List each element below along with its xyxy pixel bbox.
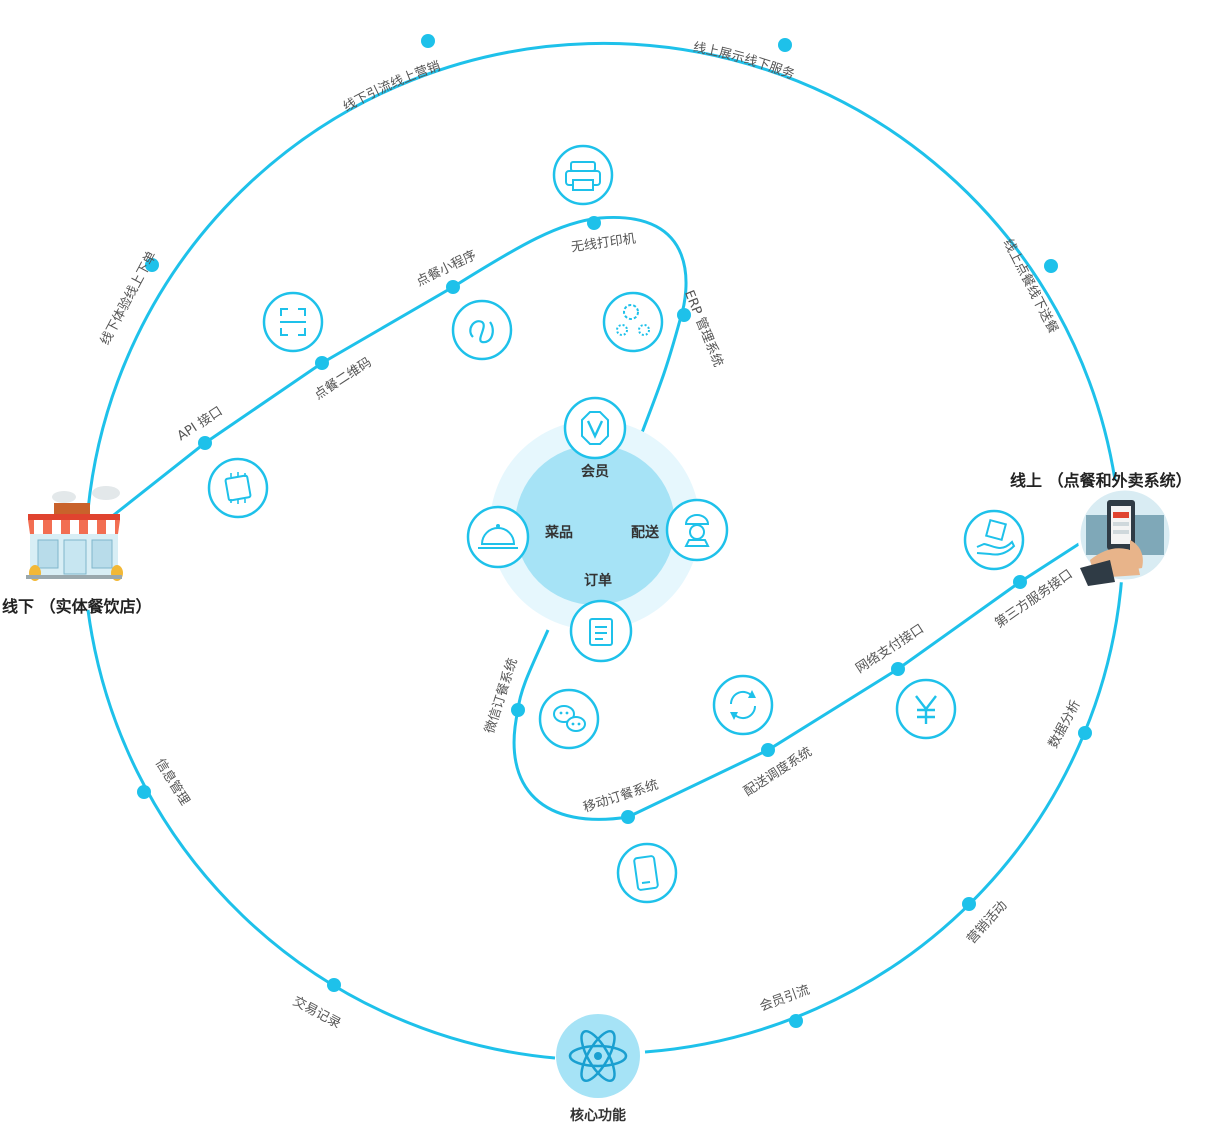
core-hub: 会员 菜品 配送 订单 (490, 420, 700, 630)
ring-label-transactions: 交易记录 (290, 993, 343, 1032)
ring-dot (145, 258, 159, 272)
core-label-order: 订单 (584, 572, 612, 589)
ring-dot (778, 38, 792, 52)
ring-label-member-traffic: 会员引流 (758, 983, 812, 1015)
refresh-icon (712, 674, 774, 736)
mini-program-icon (451, 299, 513, 361)
ring-label-offline-drain: 线下引流线上营销 (341, 59, 443, 115)
ring-dot (1078, 726, 1092, 740)
path-dot (1013, 575, 1027, 589)
label-mobile-order: 移动订餐系统 (581, 777, 660, 816)
path-dot (315, 356, 329, 370)
cloche-icon (466, 505, 530, 569)
online-phone-hand-icon (1077, 487, 1173, 586)
core-function-label: 核心功能 (570, 1107, 626, 1124)
label-erp: ERP 管理系统 (681, 288, 725, 369)
label-third-party-api: 第三方服务接口 (992, 566, 1076, 631)
printer-icon (552, 144, 614, 206)
document-icon (569, 599, 633, 663)
ring-dot (962, 897, 976, 911)
ring-dot (789, 1014, 803, 1028)
core-label-dishes: 菜品 (544, 524, 573, 541)
store-icon (26, 486, 123, 581)
wechat-icon (538, 688, 600, 750)
path-dot (511, 703, 525, 717)
path-dot (677, 308, 691, 322)
label-payment-api: 网络支付接口 (853, 621, 927, 677)
lower-path (512, 538, 1086, 821)
ring-label-data-analysis: 数据分析 (1046, 698, 1084, 751)
label-dispatch: 配送调度系统 (741, 744, 815, 800)
scan-icon (262, 291, 324, 353)
path-dot (587, 216, 601, 230)
path-dot (891, 662, 905, 676)
hand-box-icon (963, 509, 1025, 571)
upper-path (109, 216, 688, 520)
outer-arc-bottom-left (86, 609, 556, 1060)
label-mini-program: 点餐小程序 (414, 247, 479, 290)
path-dot (621, 810, 635, 824)
atom-icon (556, 1014, 640, 1098)
ring-label-offline-experience: 线下体验线上下单 (97, 248, 160, 347)
api-chip-icon (207, 457, 269, 519)
ring-dot (421, 34, 435, 48)
yuan-icon (895, 678, 957, 740)
core-label-member: 会员 (581, 463, 609, 480)
ring-dot (137, 785, 151, 799)
outer-ring-dots (137, 34, 1092, 1028)
ring-label-online-order-delivery: 线上点餐线下送餐 (1000, 236, 1061, 336)
ring-dot (327, 978, 341, 992)
path-dot (446, 280, 460, 294)
ring-label-info-management: 信息管理 (152, 756, 193, 809)
courier-icon (665, 498, 729, 562)
label-wireless-printer: 无线打印机 (570, 232, 636, 256)
gears-icon (602, 291, 664, 353)
core-label-delivery: 配送 (631, 524, 660, 541)
path-dots (198, 216, 1027, 824)
path-dot (761, 743, 775, 757)
label-api: API 接口 (174, 403, 225, 444)
vip-icon (563, 396, 627, 460)
core-inner-disc (515, 445, 675, 605)
path-dot (198, 436, 212, 450)
phone-icon (616, 842, 678, 904)
outer-arc-top (86, 41, 1117, 511)
ring-dot (1044, 259, 1058, 273)
online-label: 线上 （点餐和外卖系统） (1010, 471, 1192, 490)
offline-label: 线下 （实体餐饮店） (2, 597, 152, 616)
